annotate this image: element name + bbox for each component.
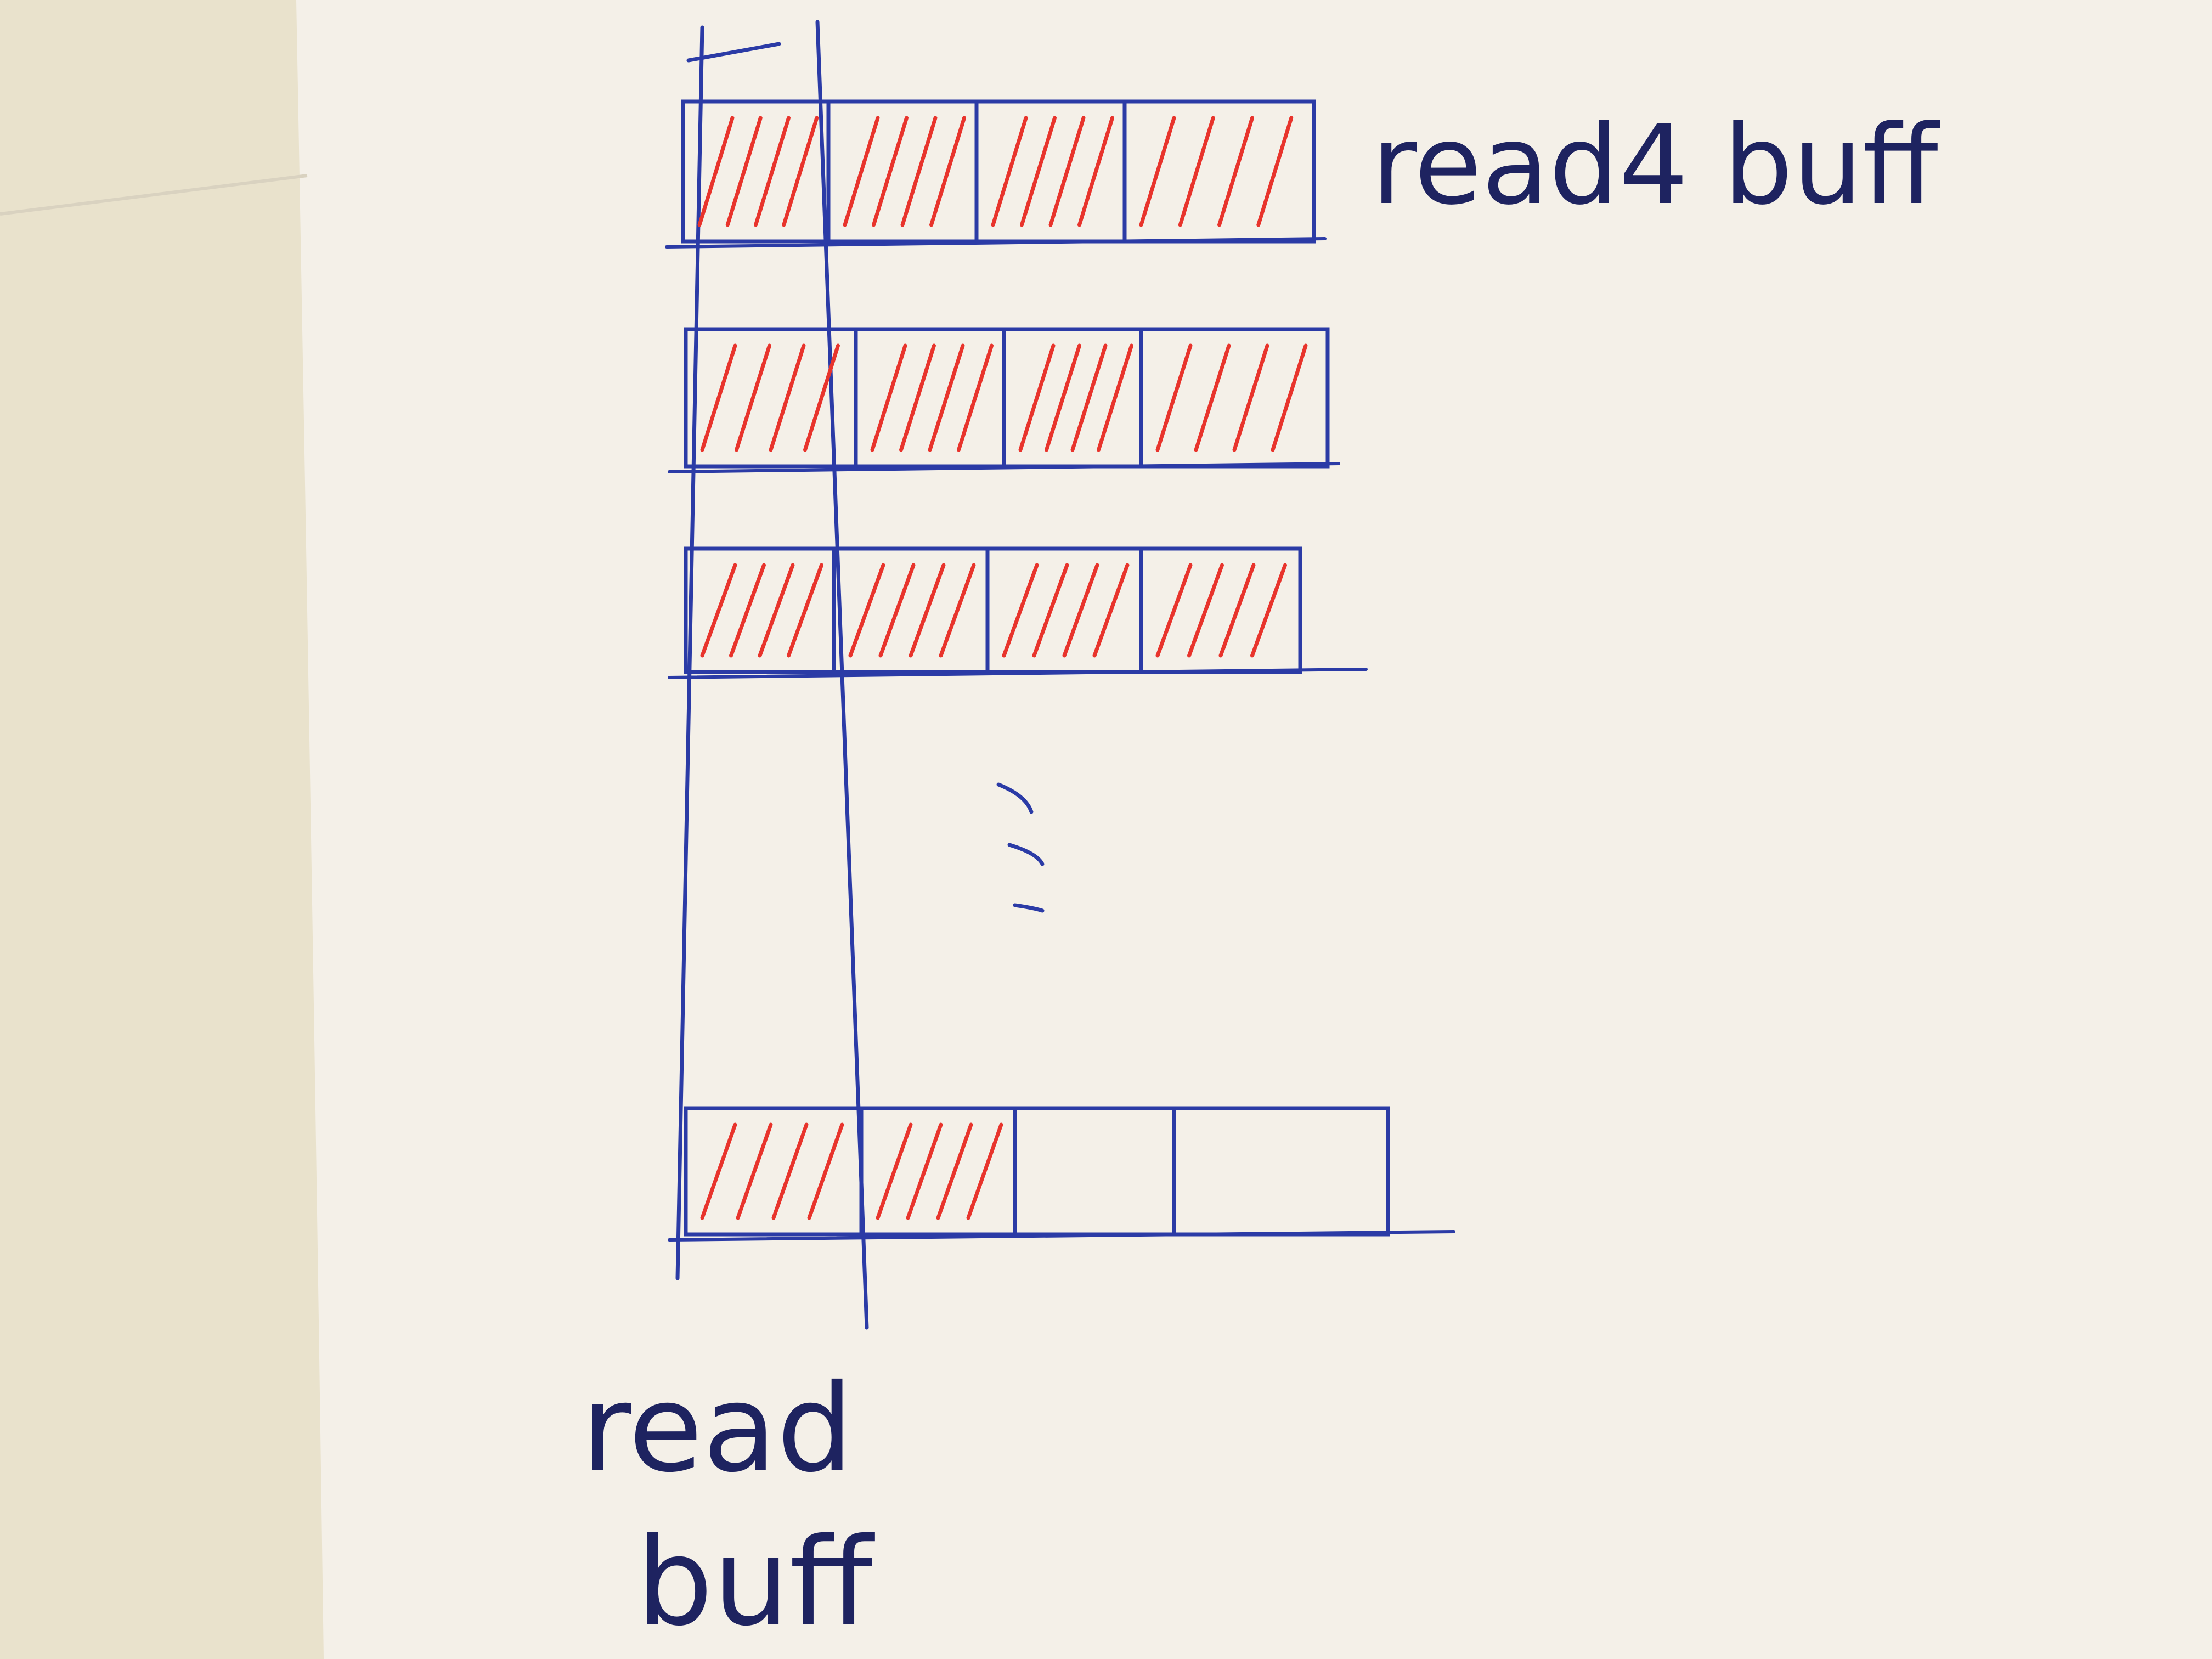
ellipsis-dot-3 [1013, 903, 1045, 913]
hatch-stroke [782, 116, 819, 227]
hatch-stroke [1218, 563, 1256, 658]
hatch-stroke [1187, 563, 1224, 658]
hatch-fill [1002, 563, 1130, 658]
paper-shadow-edge [0, 174, 308, 216]
hatch-stroke [1217, 116, 1254, 227]
hatch-stroke [876, 1122, 913, 1220]
hatch-stroke [787, 563, 823, 658]
hatch-stroke [872, 116, 909, 227]
hatch-fill [1018, 343, 1133, 452]
hatch-fill [1139, 116, 1294, 227]
hatch-stroke [1232, 343, 1269, 452]
hatch-stroke [700, 343, 737, 452]
read-buff-label-line2: buff [636, 1512, 875, 1652]
row-baseline [665, 237, 1327, 249]
hatch-stroke [1002, 563, 1039, 658]
hatch-stroke [843, 116, 880, 227]
read4-rows [665, 99, 1455, 1242]
paper-sheet [296, 0, 2212, 1659]
hatch-stroke [928, 343, 965, 452]
hatch-stroke [957, 343, 994, 452]
ellipsis-dot-1 [996, 782, 1034, 814]
hatch-fill [848, 563, 976, 658]
hatch-stroke [1194, 343, 1231, 452]
hatch-stroke [735, 343, 771, 452]
hatch-stroke [878, 563, 916, 658]
hatch-stroke [769, 343, 806, 452]
hatch-stroke [1045, 343, 1081, 452]
hatch-stroke [1271, 343, 1308, 452]
hatch-fill [700, 343, 840, 452]
ellipsis-dot-2 [1007, 843, 1045, 866]
read4-row-1 [665, 99, 1327, 249]
hatch-stroke [758, 563, 795, 658]
hatch-stroke [870, 343, 907, 452]
hatch-stroke [736, 1122, 773, 1220]
row-baseline [668, 1230, 1455, 1242]
row-baseline [668, 668, 1368, 679]
hatch-stroke [1070, 343, 1108, 452]
hatch-fill [843, 116, 966, 227]
hatch-stroke [909, 563, 946, 658]
hatch-stroke [700, 1122, 737, 1220]
hatch-stroke [700, 563, 737, 658]
hatch-stroke [939, 563, 976, 658]
row-baseline [668, 462, 1340, 473]
hatch-stroke [1097, 343, 1133, 452]
hatch-stroke [1048, 116, 1086, 227]
hatch-fill [870, 343, 994, 452]
hatch-fill [697, 116, 819, 227]
hatch-stroke [1256, 116, 1294, 227]
hatch-stroke [1062, 563, 1099, 658]
hatch-stroke [754, 116, 791, 227]
hatch-stroke [966, 1122, 1003, 1220]
hatch-stroke [1018, 343, 1056, 452]
hatch-stroke [900, 116, 938, 227]
hatch-stroke [1077, 116, 1114, 227]
read-buff-top-tick [686, 42, 781, 63]
read-buff-label-line1: read [582, 1358, 853, 1499]
hatch-stroke [899, 343, 936, 452]
hatch-stroke [729, 563, 766, 658]
hatch-stroke [929, 116, 966, 227]
hatch-stroke [1155, 563, 1193, 658]
hatch-fill [1155, 563, 1287, 658]
hatch-stroke [1092, 563, 1130, 658]
hatch-fill [1155, 343, 1308, 452]
hatch-stroke [848, 563, 885, 658]
hatch-stroke [697, 116, 735, 227]
hatch-stroke [807, 1122, 844, 1220]
hatch-fill [876, 1122, 1003, 1220]
hatch-stroke [1139, 116, 1176, 227]
read4-buff-label: read4 buff [1372, 101, 1940, 229]
hatch-stroke [906, 1122, 943, 1220]
hatch-stroke [1155, 343, 1193, 452]
hatch-fill [700, 1122, 844, 1220]
hatch-stroke [771, 1122, 809, 1220]
read4-row-2 [668, 327, 1340, 473]
hatch-stroke [936, 1122, 973, 1220]
hatch-stroke [725, 116, 763, 227]
hatch-stroke [991, 116, 1028, 227]
hatch-stroke [1250, 563, 1287, 658]
read4-row-3 [668, 546, 1368, 679]
ellipsis-mark [996, 782, 1045, 913]
hatch-fill [700, 563, 823, 658]
hatch-stroke [1032, 563, 1069, 658]
hatch-fill [991, 116, 1114, 227]
read-buff-left-line [675, 25, 704, 1280]
hatch-stroke [1178, 116, 1215, 227]
read4-row-4 [668, 1106, 1455, 1242]
hatch-stroke [1020, 116, 1057, 227]
hatch-stroke [803, 343, 840, 452]
